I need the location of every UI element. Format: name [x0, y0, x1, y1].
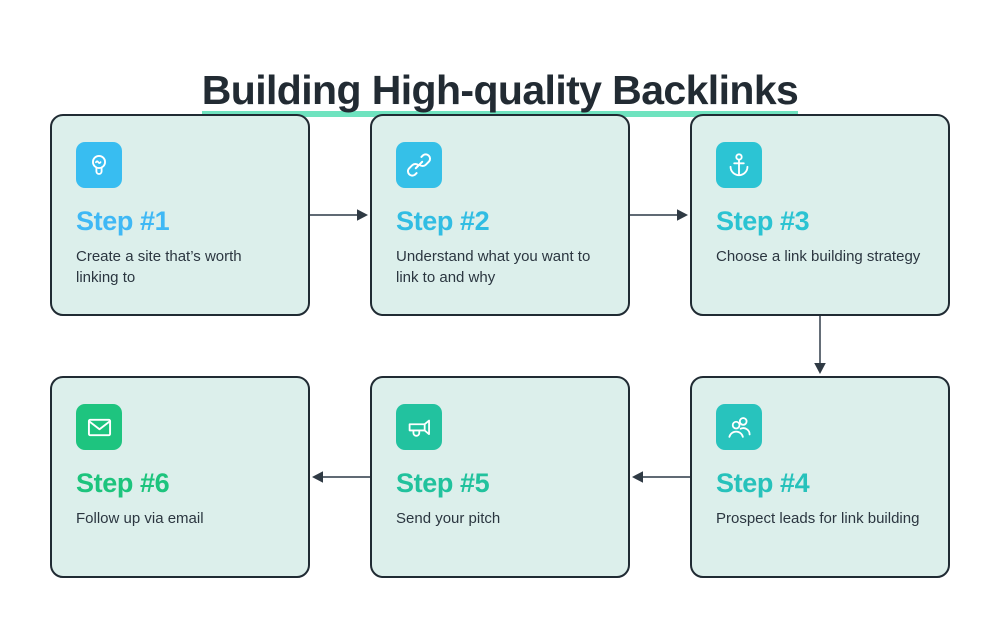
arrow-step2-to-step3 — [630, 207, 690, 223]
arrow-step1-to-step2 — [310, 207, 370, 223]
step-card-6[interactable]: Step #6 Follow up via email — [50, 376, 310, 578]
step-description-2: Understand what you want to link to and … — [396, 248, 591, 287]
link-chain-icon-container — [396, 142, 442, 188]
backlink-steps-flowchart: Step #1 Create a site that’s worth linki… — [50, 114, 950, 579]
step-description-1: Create a site that’s worth linking to — [76, 248, 242, 287]
step-label-4: Step #4 — [716, 468, 810, 498]
page-title: Building High-quality Backlinks — [201, 67, 799, 117]
people-icon-container — [716, 404, 762, 450]
link-chain-icon — [406, 152, 432, 178]
arrow-step3-to-step4 — [812, 316, 828, 376]
step-description-5: Send your pitch — [396, 510, 501, 527]
step-description-4: Prospect leads for link building — [716, 510, 920, 527]
megaphone-icon-container — [396, 404, 442, 450]
anchor-icon — [726, 152, 752, 178]
step-description-6: Follow up via email — [76, 510, 204, 527]
step-label-5: Step #5 — [396, 468, 490, 498]
step-description-3: Choose a link building strategy — [716, 248, 921, 265]
arrow-step5-to-step6 — [310, 469, 370, 485]
step-card-2[interactable]: Step #2 Understand what you want to link… — [370, 114, 630, 316]
envelope-icon-container — [76, 404, 122, 450]
arrow-step4-to-step5 — [630, 469, 690, 485]
people-icon — [726, 414, 753, 441]
step-card-1[interactable]: Step #1 Create a site that’s worth linki… — [50, 114, 310, 316]
lightbulb-icon — [86, 152, 112, 178]
step-card-4[interactable]: Step #4 Prospect leads for link building — [690, 376, 950, 578]
step-label-1: Step #1 — [76, 206, 170, 236]
step-card-5[interactable]: Step #5 Send your pitch — [370, 376, 630, 578]
step-card-3[interactable]: Step #3 Choose a link building strategy — [690, 114, 950, 316]
page-header: Building High-quality Backlinks — [0, 40, 1000, 144]
step-label-3: Step #3 — [716, 206, 810, 236]
lightbulb-icon-container — [76, 142, 122, 188]
envelope-icon — [86, 414, 113, 441]
step-label-2: Step #2 — [396, 206, 490, 236]
megaphone-icon — [406, 414, 433, 441]
step-label-6: Step #6 — [76, 468, 170, 498]
anchor-icon-container — [716, 142, 762, 188]
